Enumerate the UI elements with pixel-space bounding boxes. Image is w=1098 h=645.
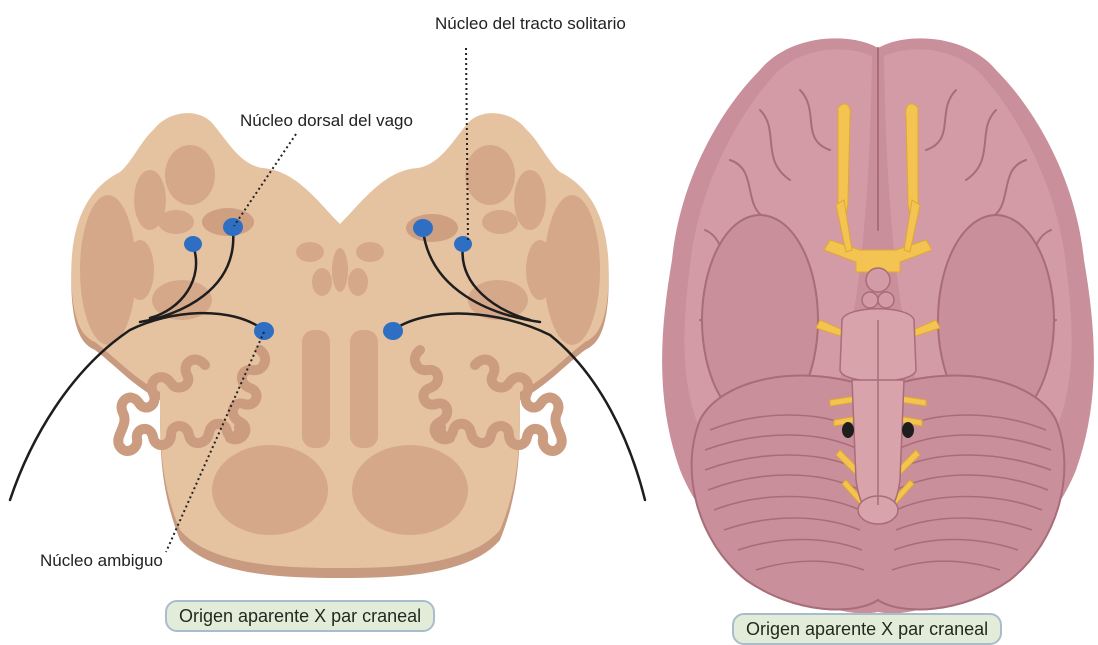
left-solitary-nucleus	[184, 236, 202, 252]
right-inner-lobe	[526, 240, 554, 300]
left-ambiguus-nucleus	[254, 322, 274, 340]
left-olfactory-tract	[838, 104, 850, 213]
label-nucleo-dorsal-vago: Núcleo dorsal del vago	[240, 111, 413, 131]
midline-top-left	[296, 242, 324, 262]
right-mammillary	[878, 292, 894, 308]
right-dorsal-vagus-nucleus	[413, 219, 433, 237]
left-dorsal-vagus-nucleus	[223, 218, 243, 236]
right-upper-lobe	[465, 145, 515, 205]
left-dark-foramen	[842, 422, 854, 438]
midline-mid-left	[312, 268, 332, 296]
right-solitary-nucleus	[454, 236, 472, 252]
left-mammillary	[862, 292, 878, 308]
brain-inferior-view	[662, 38, 1094, 613]
medial-lemniscus-right	[350, 330, 378, 448]
right-dorsal-area-2	[482, 210, 518, 234]
left-upper-lobe	[165, 145, 215, 205]
left-dorsal-area-2	[158, 210, 194, 234]
caption-right: Origen aparente X par craneal	[732, 613, 1002, 645]
left-inner-lobe	[126, 240, 154, 300]
caption-left: Origen aparente X par craneal	[165, 600, 435, 632]
right-dark-foramen	[902, 422, 914, 438]
label-nucleo-tracto-solitario: Núcleo del tracto solitario	[435, 14, 626, 34]
pituitary	[866, 268, 890, 292]
midline-center	[332, 248, 348, 292]
right-pyramid	[352, 445, 468, 535]
medial-lemniscus-left	[302, 330, 330, 448]
midline-top-right	[356, 242, 384, 262]
right-upper-lobe-2	[514, 170, 546, 230]
right-olfactory-tract	[906, 104, 918, 213]
label-nucleo-ambiguo: Núcleo ambiguo	[40, 551, 163, 571]
left-pyramid	[212, 445, 328, 535]
midline-mid-right	[348, 268, 368, 296]
right-ambiguus-nucleus	[383, 322, 403, 340]
